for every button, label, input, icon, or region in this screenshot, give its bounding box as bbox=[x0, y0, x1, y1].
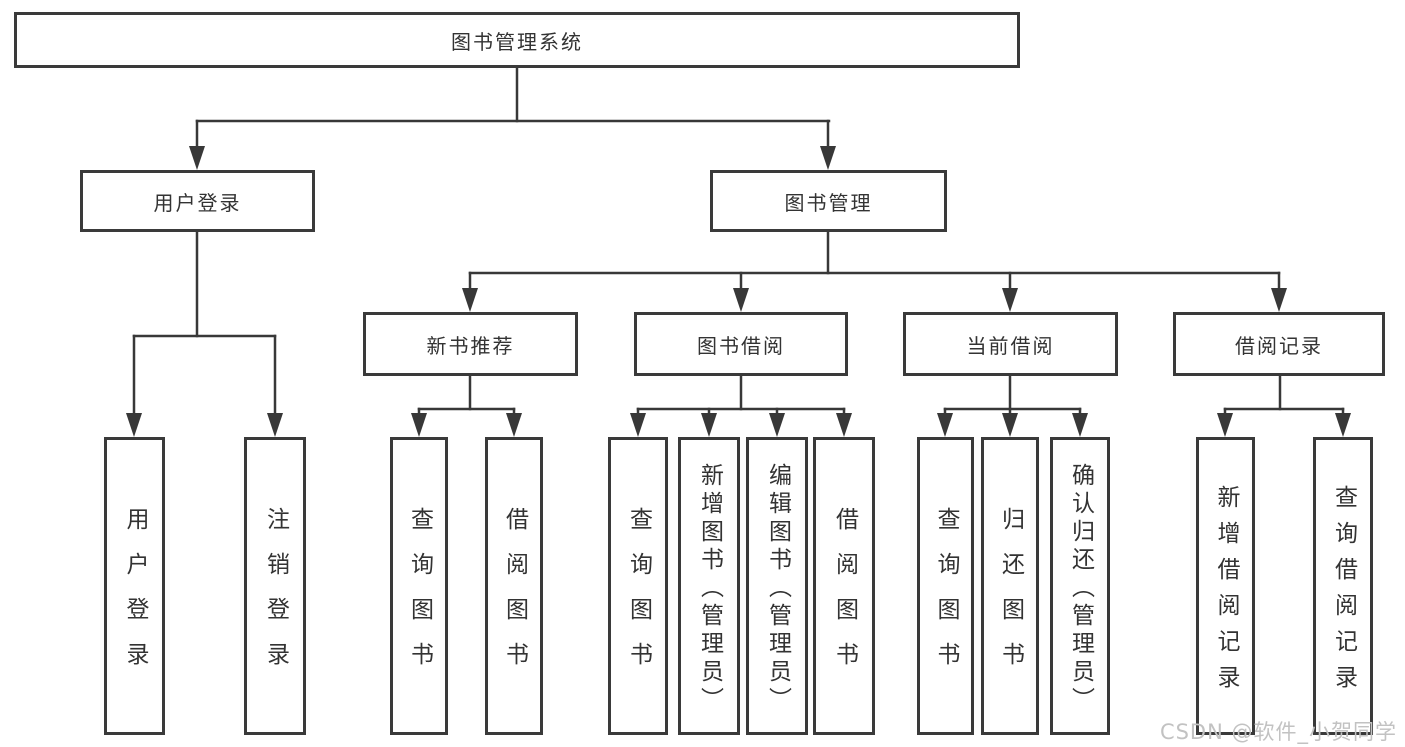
node-leaf-query-books-1: 查询图书 bbox=[390, 437, 448, 735]
node-current-borrowing: 当前借阅 bbox=[903, 312, 1118, 376]
node-root-label: 图书管理系统 bbox=[451, 29, 583, 54]
node-leaf-add-books-admin-label: 新增图书（管理员） bbox=[696, 462, 723, 715]
node-leaf-add-borrow-record-label: 新增借阅记录 bbox=[1213, 484, 1239, 701]
node-leaf-add-borrow-record: 新增借阅记录 bbox=[1196, 437, 1255, 735]
node-leaf-query-books-1-label: 查询图书 bbox=[406, 507, 433, 687]
node-leaf-query-books-2-label: 查询图书 bbox=[625, 507, 652, 687]
node-leaf-query-books-2: 查询图书 bbox=[608, 437, 668, 735]
node-book-borrowing: 图书借阅 bbox=[634, 312, 848, 376]
node-leaf-edit-books-admin-label: 编辑图书（管理员） bbox=[764, 462, 791, 715]
node-leaf-confirm-return-admin-label: 确认归还（管理员） bbox=[1067, 462, 1094, 715]
node-leaf-logout: 注销登录 bbox=[244, 437, 306, 735]
node-borrowing-records: 借阅记录 bbox=[1173, 312, 1385, 376]
node-book-borrowing-label: 图书借阅 bbox=[697, 333, 785, 358]
node-leaf-query-borrow-record: 查询借阅记录 bbox=[1313, 437, 1373, 735]
node-leaf-borrow-books-2-label: 借阅图书 bbox=[831, 507, 858, 687]
node-leaf-query-books-3: 查询图书 bbox=[917, 437, 974, 735]
node-user-login: 用户登录 bbox=[80, 170, 315, 232]
node-borrowing-records-label: 借阅记录 bbox=[1235, 333, 1323, 358]
node-root: 图书管理系统 bbox=[14, 12, 1020, 68]
arrowheads bbox=[126, 146, 1351, 437]
node-leaf-borrow-books-1-label: 借阅图书 bbox=[501, 507, 528, 687]
node-current-borrowing-label: 当前借阅 bbox=[966, 333, 1055, 358]
node-leaf-return-books-label: 归还图书 bbox=[997, 507, 1024, 687]
node-book-management: 图书管理 bbox=[710, 170, 947, 232]
node-leaf-query-borrow-record-label: 查询借阅记录 bbox=[1330, 484, 1357, 701]
node-leaf-add-books-admin: 新增图书（管理员） bbox=[678, 437, 740, 735]
node-leaf-borrow-books-2: 借阅图书 bbox=[813, 437, 875, 735]
node-leaf-user-login-label: 用户登录 bbox=[122, 507, 148, 687]
node-leaf-edit-books-admin: 编辑图书（管理员） bbox=[746, 437, 808, 735]
node-new-book-recommend-label: 新书推荐 bbox=[426, 333, 515, 358]
node-leaf-query-books-3-label: 查询图书 bbox=[933, 507, 959, 687]
node-user-login-label: 用户登录 bbox=[153, 190, 242, 215]
node-leaf-confirm-return-admin: 确认归还（管理员） bbox=[1050, 437, 1110, 735]
watermark: CSDN @软件_小贺同学 bbox=[1159, 720, 1397, 744]
node-leaf-borrow-books-1: 借阅图书 bbox=[485, 437, 543, 735]
node-book-management-label: 图书管理 bbox=[784, 190, 873, 215]
node-leaf-return-books: 归还图书 bbox=[981, 437, 1039, 735]
node-new-book-recommend: 新书推荐 bbox=[363, 312, 578, 376]
node-leaf-user-login: 用户登录 bbox=[104, 437, 165, 735]
node-leaf-logout-label: 注销登录 bbox=[262, 507, 289, 687]
